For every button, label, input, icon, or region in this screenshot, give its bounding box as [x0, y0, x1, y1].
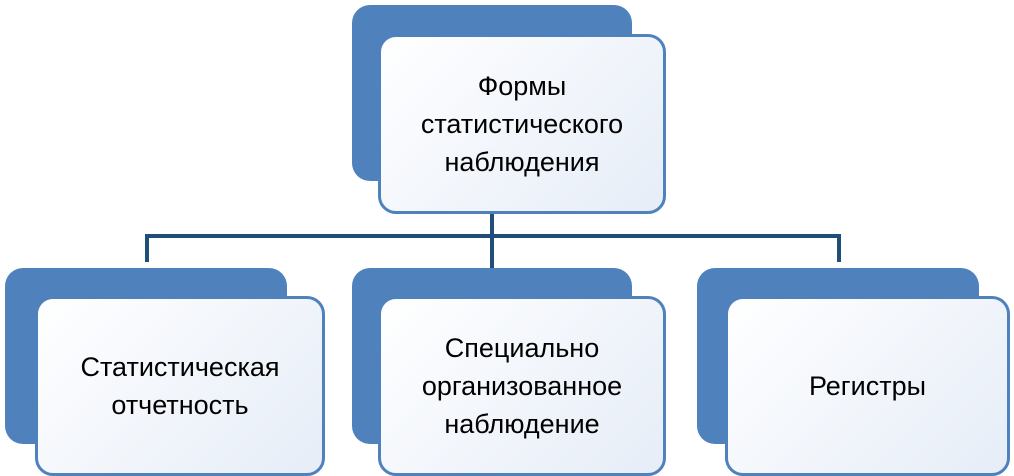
child-node-3-box: Регистры	[725, 296, 1010, 476]
child-node-2: Специально организованное наблюдение	[352, 268, 666, 476]
child-node-3: Регистры	[697, 268, 1010, 476]
child-node-2-box: Специально организованное наблюдение	[378, 296, 666, 476]
child-node-1-label: Статистическая отчетность	[80, 352, 280, 420]
child-node-3-label: Регистры	[808, 371, 927, 401]
child-node-1-box: Статистическая отчетность	[35, 296, 325, 476]
root-node-label: Формы статистического наблюдения	[420, 71, 624, 177]
root-node-box: Формы статистического наблюдения	[378, 34, 666, 214]
root-node: Формы статистического наблюдения	[352, 5, 666, 214]
child-node-1: Статистическая отчетность	[5, 268, 325, 476]
child-node-2-label: Специально организованное наблюдение	[421, 333, 623, 439]
